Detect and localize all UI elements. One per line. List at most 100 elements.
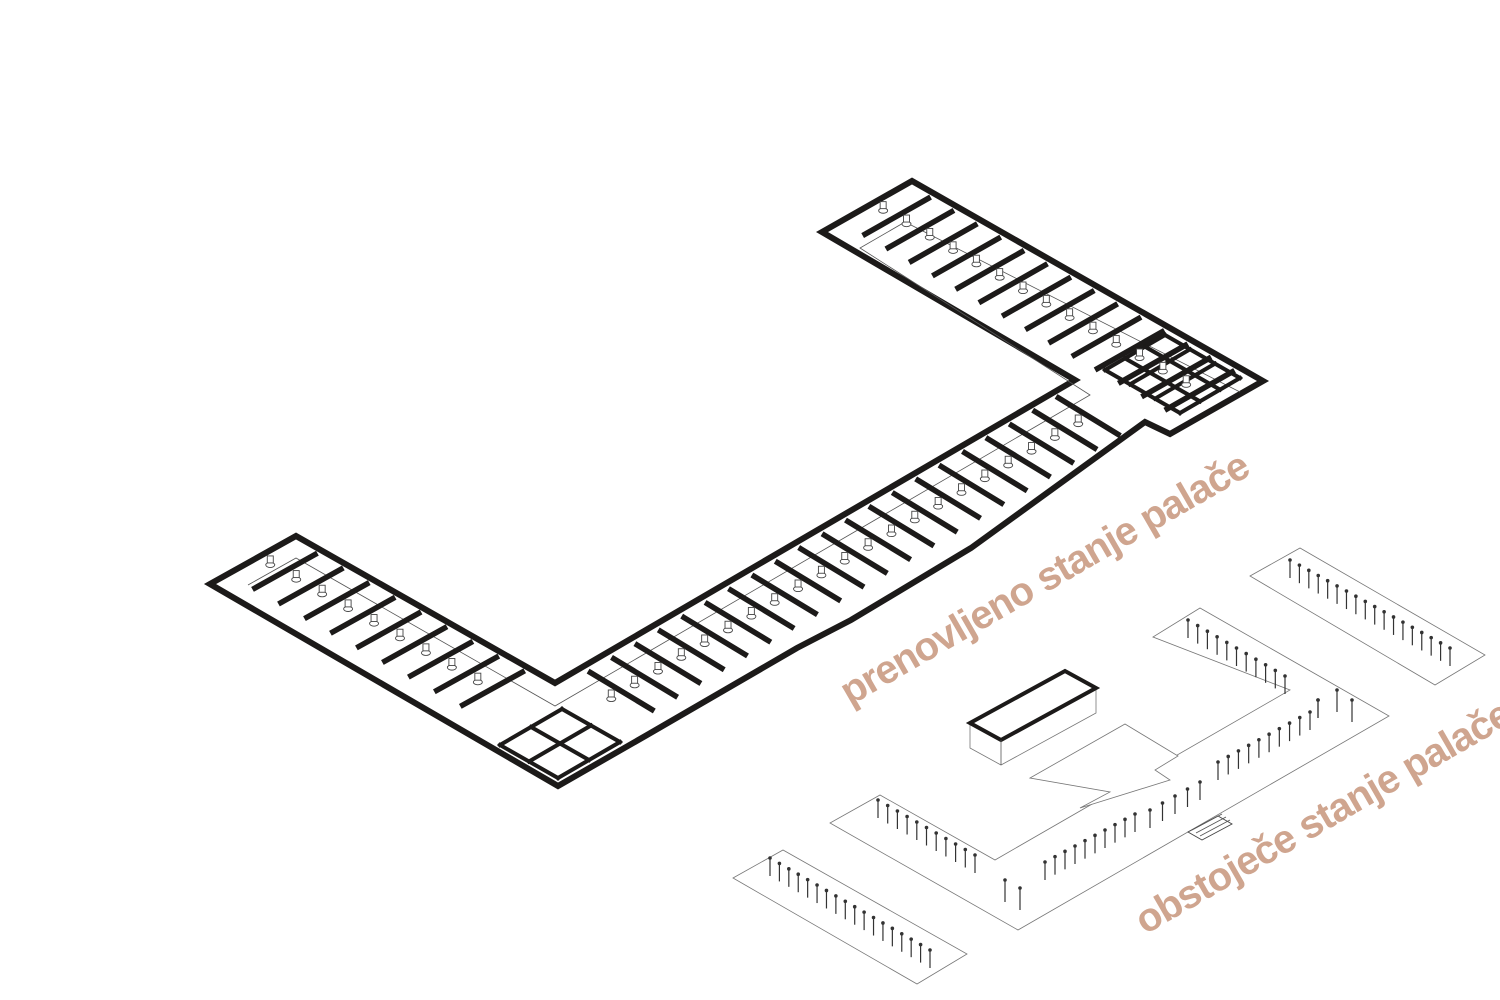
column-cap xyxy=(944,836,948,841)
column-cap xyxy=(843,899,848,904)
column-cap xyxy=(1287,721,1292,725)
partition-wall xyxy=(680,613,749,659)
fixture-icon xyxy=(1136,348,1144,357)
partition-wall xyxy=(1093,328,1166,373)
fixture-icon xyxy=(1089,321,1097,330)
column-cap xyxy=(1186,618,1190,622)
partition-wall xyxy=(1122,355,1203,405)
partition-wall xyxy=(610,655,680,700)
partition-wall xyxy=(867,503,936,549)
fixture-icon xyxy=(266,555,274,564)
column-cap xyxy=(1350,698,1354,702)
column-cap xyxy=(787,867,791,871)
fixture-icon xyxy=(1112,335,1120,344)
column-cap xyxy=(1254,657,1258,661)
partition-wall xyxy=(355,609,423,651)
partition-wall xyxy=(961,449,1029,494)
partition-wall xyxy=(1163,368,1236,413)
column-cap xyxy=(1226,754,1231,759)
partition-wall xyxy=(497,742,561,781)
column-cap xyxy=(915,820,919,824)
column-cap xyxy=(909,937,913,941)
column-cap xyxy=(1391,615,1396,619)
column-cap xyxy=(1225,640,1229,645)
column-cap xyxy=(1257,737,1261,742)
fixture-icon xyxy=(771,593,779,602)
partition-wall xyxy=(528,724,592,763)
column-cap xyxy=(1372,604,1377,609)
fixture-icon xyxy=(911,510,919,519)
column-cap xyxy=(881,921,885,925)
fixture-icon xyxy=(1066,308,1074,317)
column-cap xyxy=(1308,710,1312,714)
partition-wall xyxy=(1031,407,1099,452)
fixture-icon xyxy=(794,579,802,588)
column-cap xyxy=(1335,584,1339,588)
column-cap xyxy=(1173,794,1177,798)
partition-wall xyxy=(1102,332,1168,373)
column-cap xyxy=(1133,812,1137,816)
fixture-icon xyxy=(1004,455,1012,464)
partition-wall xyxy=(884,208,956,252)
existing-wing-far-left xyxy=(732,849,968,985)
partition-wall xyxy=(750,572,819,618)
column-cap xyxy=(1246,743,1251,748)
column-cap xyxy=(815,883,819,887)
column-cap xyxy=(899,931,904,936)
fixture-icon xyxy=(1028,442,1035,450)
fixture-icon xyxy=(1182,375,1190,384)
fixture-icon xyxy=(864,538,872,547)
column-cap xyxy=(1297,563,1302,567)
partition-wall xyxy=(844,517,913,562)
column-cap xyxy=(1073,844,1077,848)
column-cap xyxy=(1335,688,1339,692)
fixture-icon xyxy=(926,227,934,236)
column-cap xyxy=(905,814,909,819)
fixture-icon xyxy=(654,662,662,670)
column-cap xyxy=(953,842,958,846)
fixture-icon xyxy=(396,628,404,637)
column-cap xyxy=(1316,573,1321,578)
column-cap xyxy=(1273,668,1278,673)
partition-wall xyxy=(797,545,866,590)
fixture-icon xyxy=(1019,281,1027,290)
fixture-icon xyxy=(448,658,456,666)
column-cap xyxy=(1195,623,1200,628)
existing-courtyard xyxy=(1028,723,1179,809)
column-cap xyxy=(876,798,880,802)
column-cap xyxy=(1123,817,1127,822)
column-cap xyxy=(1344,589,1349,593)
column-cap xyxy=(1234,646,1239,650)
partition-wall xyxy=(907,221,979,265)
fixture-icon xyxy=(422,643,430,652)
partition-wall xyxy=(1116,341,1190,386)
column-cap xyxy=(1083,838,1087,843)
column-cap xyxy=(1438,641,1443,645)
column-cap xyxy=(934,831,938,835)
column-cap xyxy=(1363,599,1368,604)
column-cap xyxy=(1244,651,1248,656)
renovated-fixtures xyxy=(265,201,1192,703)
partition-wall xyxy=(937,462,1006,507)
partition-wall xyxy=(1054,394,1122,439)
column-cap xyxy=(1216,760,1220,764)
partition-wall xyxy=(458,668,527,709)
column-cap xyxy=(973,853,977,857)
column-cap xyxy=(824,888,829,893)
partition-wall xyxy=(977,261,1049,306)
partition-wall xyxy=(1142,343,1223,393)
column-cap xyxy=(1401,620,1405,624)
column-cap xyxy=(1148,808,1152,812)
column-cap xyxy=(1215,635,1219,639)
partition-wall xyxy=(931,234,1003,279)
column-cap xyxy=(1198,780,1202,784)
column-cap xyxy=(918,942,923,947)
renovated-palace-plan xyxy=(203,177,1270,790)
column-cap xyxy=(1003,878,1007,882)
fixture-icon xyxy=(1042,294,1050,303)
fixture-icon xyxy=(701,634,709,643)
column-cap xyxy=(805,877,810,882)
column-cap xyxy=(1113,822,1117,827)
column-cap xyxy=(1185,787,1190,791)
